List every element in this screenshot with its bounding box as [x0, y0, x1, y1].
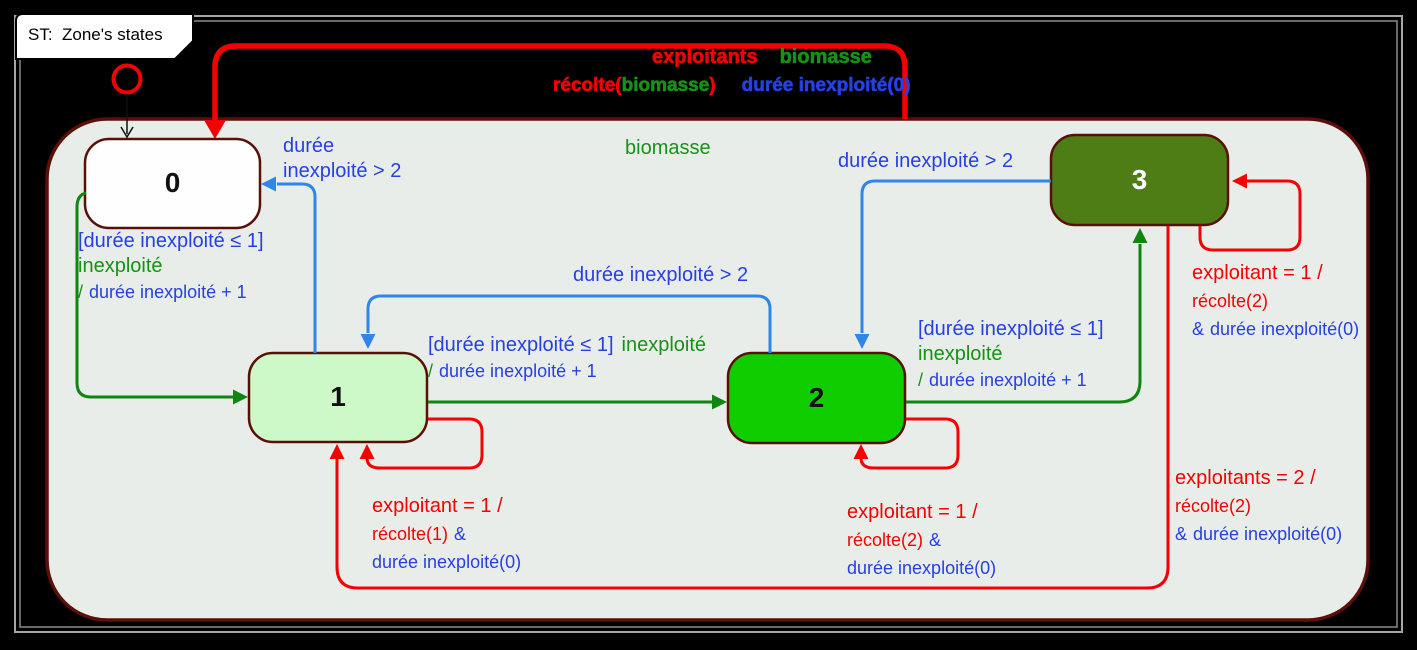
transition-3-to-1-action1: récolte(2)	[1175, 496, 1252, 516]
self-transition-1-amp: &	[454, 524, 467, 544]
self-transition-3-action2: durée inexploité(0)	[1210, 319, 1360, 339]
self-transition-2-trigger: exploitant = 1 /	[847, 501, 978, 523]
self-transition-1-path	[365, 417, 484, 470]
initial-state-marker	[111, 63, 143, 95]
transition-0-to-1-slash: /	[78, 282, 84, 302]
zone-reset-actions-label: récolte(biomasse) durée inexploité(0)	[553, 75, 911, 97]
transition-0-to-1-action: durée inexploité + 1	[89, 282, 247, 302]
transition-2-to-3-path	[906, 244, 1142, 404]
transition-2-to-3-guard: [durée inexploité ≤ 1]	[918, 318, 1104, 340]
diagram-outer-frame	[14, 15, 1403, 633]
self-transition-1-action2: durée inexploité(0)	[372, 552, 522, 572]
transition-1-to-0-label-line1: durée	[283, 135, 335, 157]
biomasse-annotation: biomasse	[625, 137, 711, 159]
transition-1-to-2-label: [durée inexploité ≤ 1] inexploité /durée …	[428, 333, 706, 384]
transition-2-to-3-event: inexploité	[918, 343, 1003, 365]
transition-1-to-2-guard: [durée inexploité ≤ 1]	[428, 334, 614, 356]
self-transition-2-action2: durée inexploité(0)	[847, 558, 997, 578]
transition-2-to-3-slash: /	[918, 370, 924, 390]
diagram-name-tab	[15, 13, 194, 60]
transition-3-to-1-action2: durée inexploité(0)	[1193, 524, 1343, 544]
state-0-label: 0	[164, 167, 181, 198]
self-transition-3-amp: &	[1192, 319, 1205, 339]
transition-2-to-1-label: durée inexploité > 2	[573, 264, 749, 286]
transition-3-to-1-arrowhead	[329, 444, 345, 459]
self-transition-2-path	[859, 417, 960, 470]
transition-2-to-1-path	[366, 294, 772, 353]
transition-1-to-2-action: durée inexploité + 1	[439, 361, 597, 381]
transition-3-to-1-label: exploitants = 2 / récolte(2) &durée inex…	[1175, 464, 1342, 548]
state-1	[247, 351, 429, 444]
self-transition-3-arrowhead	[1232, 173, 1247, 189]
transition-3-to-1-trigger: exploitants = 2 /	[1175, 467, 1316, 489]
self-transition-1-label: exploitant = 1 / récolte(1)& durée inexp…	[372, 492, 521, 576]
transition-2-to-1-arrowhead	[360, 334, 376, 349]
diagram-inner-frame	[19, 20, 1398, 628]
state-0	[83, 137, 262, 230]
zone-reset-action-duree: durée inexploité(0)	[741, 75, 911, 97]
zone-composite-state	[45, 117, 1370, 622]
transition-2-to-3-label: [durée inexploité ≤ 1] inexploité /durée…	[918, 317, 1104, 393]
diagram-title: ST: Zone's states	[28, 25, 163, 44]
transition-1-to-2-event: inexploité	[621, 334, 707, 356]
self-transition-2-label: exploitant = 1 / récolte(2)& durée inexp…	[847, 498, 996, 582]
self-transition-1-action1: récolte(1)	[372, 524, 449, 544]
zone-reset-event-exploitants: exploitants	[652, 46, 758, 69]
transition-zone-reset-arrowhead	[204, 120, 226, 139]
zone-reset-action-recolte-prefix: récolte(	[553, 75, 622, 97]
transition-3-to-2-arrowhead	[854, 334, 870, 349]
transition-3-to-1-path	[335, 226, 1170, 590]
transition-0-to-1-path	[75, 191, 234, 399]
transition-0-to-1-label: [durée inexploité ≤ 1] inexploité /durée…	[78, 229, 264, 305]
self-transition-3-path	[1198, 179, 1302, 252]
transition-3-to-2-path	[860, 179, 1051, 333]
transition-1-to-0-label: durée inexploité > 2	[283, 134, 401, 184]
transition-2-to-3-arrowhead	[1132, 228, 1148, 243]
transition-2-to-3-action: durée inexploité + 1	[929, 370, 1087, 390]
self-transition-2-action1: récolte(2)	[847, 530, 924, 550]
state-2-label: 2	[808, 382, 825, 413]
state-3-label: 3	[1131, 164, 1148, 195]
transition-0-to-1-arrowhead	[233, 389, 248, 405]
transition-3-to-1-amp: &	[1175, 524, 1188, 544]
self-transition-2-arrowhead	[853, 444, 869, 459]
transition-1-to-2-slash: /	[428, 361, 434, 381]
self-transition-2-amp: &	[929, 530, 942, 550]
self-transition-3-label: exploitant = 1 / récolte(2) &durée inexp…	[1192, 259, 1359, 343]
transition-3-to-2-label: durée inexploité > 2	[838, 150, 1014, 172]
transition-zone-reset-path	[212, 43, 908, 120]
transition-1-to-0-label-line2: inexploité > 2	[283, 160, 402, 182]
transition-0-to-1-event: inexploité	[78, 255, 163, 277]
transition-1-to-2-arrowhead	[712, 394, 727, 410]
self-transition-1-arrowhead	[359, 444, 375, 459]
zone-reset-action-recolte-arg: biomasse	[621, 75, 710, 97]
state-1-label: 1	[330, 381, 346, 412]
transition-1-to-0-path	[277, 182, 317, 353]
transition-0-to-1-guard: [durée inexploité ≤ 1]	[78, 230, 264, 252]
self-transition-3-action1: récolte(2)	[1192, 291, 1269, 311]
self-transition-3-trigger: exploitant = 1 /	[1192, 262, 1323, 284]
self-transition-1-trigger: exploitant = 1 /	[372, 495, 503, 517]
transition-1-to-0-arrowhead	[261, 176, 276, 192]
initial-transition-arrowhead	[120, 126, 134, 139]
zone-reset-action-recolte-suffix: )	[709, 75, 716, 97]
zone-reset-event-biomasse: biomasse	[779, 46, 872, 69]
state-2	[726, 351, 907, 445]
zone-reset-events-label: exploitants biomasse	[652, 46, 872, 69]
